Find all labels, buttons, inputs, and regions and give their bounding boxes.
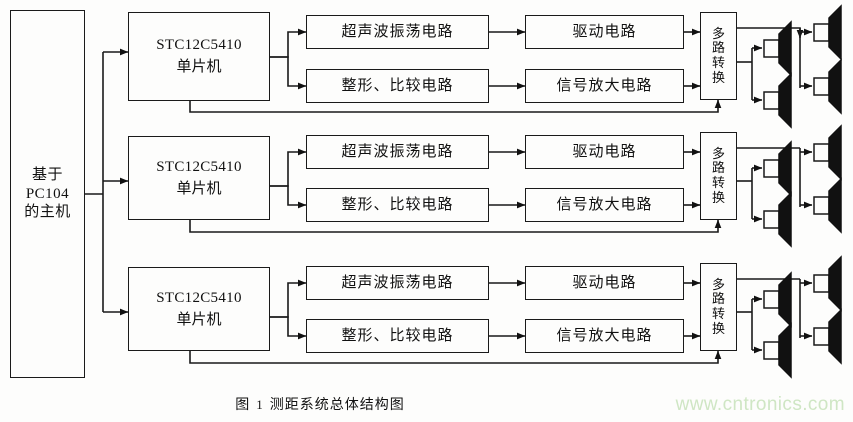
mux-3-char-4: 换 [711, 320, 725, 336]
mcu-2-to-oscillator [270, 148, 307, 187]
shaper-comparator-box-2[interactable]: 整形、比较电路 [306, 188, 489, 222]
host-computer-box[interactable]: 基于 PC104 的主机 [10, 10, 85, 378]
transducer-2-4 [813, 177, 842, 234]
mux-2-char-1: 多 [711, 145, 725, 161]
mcu-1-to-oscillator [270, 28, 307, 58]
transducer-2-1 [763, 140, 792, 197]
transducer-3-3 [813, 255, 842, 312]
mux-2-char-3: 转 [711, 175, 725, 190]
signal-amplifier-box-3[interactable]: 信号放大电路 [525, 319, 684, 353]
mcu-2-model: STC12C5410 [156, 158, 242, 175]
mcu-3-to-oscillator [270, 279, 307, 318]
mcu-2-label: 单片机 [176, 180, 222, 197]
mux-3-char-2: 路 [711, 291, 725, 307]
mux-1-char-4: 换 [711, 69, 725, 85]
mux-3-char-3: 转 [711, 306, 725, 321]
mux-1-char-1: 多 [711, 25, 725, 41]
caption-prefix: 图 [235, 398, 251, 413]
shaper-comparator-box-3[interactable]: 整形、比较电路 [306, 319, 489, 353]
host-line-3: 的主机 [24, 204, 71, 221]
mcu-3-to-shaper [270, 316, 307, 340]
mcu-3-label: 单片机 [176, 311, 222, 328]
mcu-2-to-shaper [270, 185, 307, 209]
mcu-box-1[interactable]: STC12C5410 单片机 [128, 12, 270, 101]
mcu-box-3[interactable]: STC12C5410 单片机 [128, 267, 270, 351]
mcu-3-model: STC12C5410 [156, 289, 242, 306]
oscillator-box-1[interactable]: 超声波振荡电路 [306, 15, 489, 49]
mcu-1-model: STC12C5410 [156, 37, 242, 54]
host-line-1: 基于 [31, 166, 63, 183]
driver-box-3[interactable]: 驱动电路 [525, 266, 684, 300]
caption-title: 测距系统总体结构图 [269, 398, 405, 413]
mcu-1-label: 单片机 [176, 59, 222, 75]
mux-2-char-4: 换 [711, 189, 725, 205]
mcu-1-to-shaper [270, 56, 307, 90]
oscillator-box-2[interactable]: 超声波振荡电路 [306, 135, 489, 169]
mcu-box-2[interactable]: STC12C5410 单片机 [128, 136, 270, 220]
transducer-2-2 [763, 191, 792, 248]
host-line-2: PC104 [25, 185, 70, 202]
transducer-1-3 [813, 4, 842, 61]
caption-number: 1 [256, 397, 264, 412]
oscillator-box-3[interactable]: 超声波振荡电路 [306, 266, 489, 300]
multiplexer-box-3[interactable]: 多 路 转 换 [700, 263, 737, 351]
shaper-comparator-box-1[interactable]: 整形、比较电路 [306, 69, 489, 103]
mux-1-char-2: 路 [711, 40, 725, 56]
transducer-3-2 [763, 322, 792, 379]
multiplexer-box-2[interactable]: 多 路 转 换 [700, 132, 737, 220]
driver-box-2[interactable]: 驱动电路 [525, 135, 684, 169]
transducer-1-2 [763, 72, 792, 129]
signal-amplifier-box-2[interactable]: 信号放大电路 [525, 188, 684, 222]
driver-box-1[interactable]: 驱动电路 [525, 15, 684, 49]
signal-amplifier-box-1[interactable]: 信号放大电路 [525, 69, 684, 103]
transducer-2-3 [813, 124, 842, 181]
mux-2-char-2: 路 [711, 160, 725, 176]
transducer-3-4 [813, 308, 842, 365]
transducer-1-4 [813, 58, 842, 115]
mux-1-char-3: 转 [711, 55, 725, 70]
transducer-3-1 [763, 271, 792, 328]
mux-3-char-1: 多 [711, 276, 725, 292]
multiplexer-box-1[interactable]: 多 路 转 换 [700, 12, 737, 100]
transducer-1-1 [763, 20, 792, 77]
watermark: www.cntronics.com [675, 394, 845, 415]
mux-1-to-right-bus [737, 27, 804, 39]
